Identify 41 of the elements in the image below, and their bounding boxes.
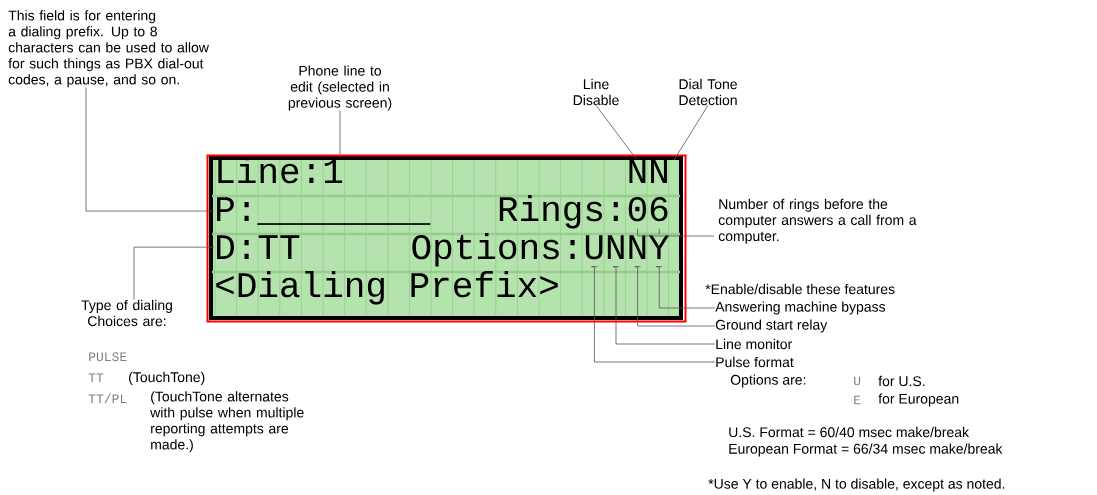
annotation-text: for U.S. <box>878 375 925 387</box>
leader-line <box>612 266 716 345</box>
annotation-text: for European <box>878 393 959 407</box>
annotation-text: Phone line to edit (selected in previous screen) <box>288 65 392 111</box>
leader-line <box>339 110 341 158</box>
code-text: PULSE <box>89 352 127 362</box>
annotation-text: (TouchTone) <box>129 371 205 385</box>
leader-line <box>133 246 215 301</box>
note-text: U.S. Format = 60/40 msec make/break <box>729 426 970 438</box>
annotation-text: Pulse format <box>716 356 794 368</box>
code-text: U <box>854 376 861 386</box>
leader-line <box>634 266 716 327</box>
annotation-text: Dial Tone Detection <box>679 78 737 106</box>
lcd-text: P:________ <box>217 197 431 225</box>
annotation-text: Ground start relay <box>715 319 828 333</box>
note-text: European Format = 66/34 msec make/break <box>729 443 1003 457</box>
lcd-text: Line:1 <box>218 156 343 184</box>
leader-line <box>673 104 709 161</box>
annotation-text: Answering machine bypass <box>715 301 886 315</box>
note-text: *Enable/disable these features <box>705 283 895 295</box>
code-text: E <box>854 395 861 405</box>
annotation-text: Number of rings before the computer answers a call from a computer. <box>718 198 917 244</box>
annotation-text: (TouchTone alternates with pulse when multiple reporting attempts are made.) <box>150 391 304 453</box>
note-text: *Use Y to enable, N to disable, except as noted. <box>708 478 1005 492</box>
annotation-text: This field is for entering a dialing prefix. Up to 8 characters can be used to allow for such things as PBX dial-out codes, a pause, and so on. <box>8 10 209 88</box>
code-text: TT <box>88 373 104 382</box>
lcd-text: Options:UNNY <box>412 232 670 267</box>
leader-line <box>637 228 715 237</box>
code-text: TT/PL <box>88 393 127 404</box>
annotation-text: Type of dialing Choices are: <box>81 299 172 327</box>
leader-line <box>655 266 716 309</box>
lcd-text: Rings:06 <box>499 194 668 229</box>
lcd-text: NN <box>629 159 667 183</box>
lcd-text: <Dialing Prefix> <box>216 270 558 305</box>
annotation-text: Options are: <box>730 374 806 388</box>
leader-line <box>85 87 215 212</box>
leader-line <box>595 104 637 160</box>
lcd-text: D:TT <box>217 235 300 259</box>
leader-line <box>591 266 716 363</box>
annotation-text: Line monitor <box>716 338 792 350</box>
annotation-text: Line Disable <box>573 78 619 106</box>
